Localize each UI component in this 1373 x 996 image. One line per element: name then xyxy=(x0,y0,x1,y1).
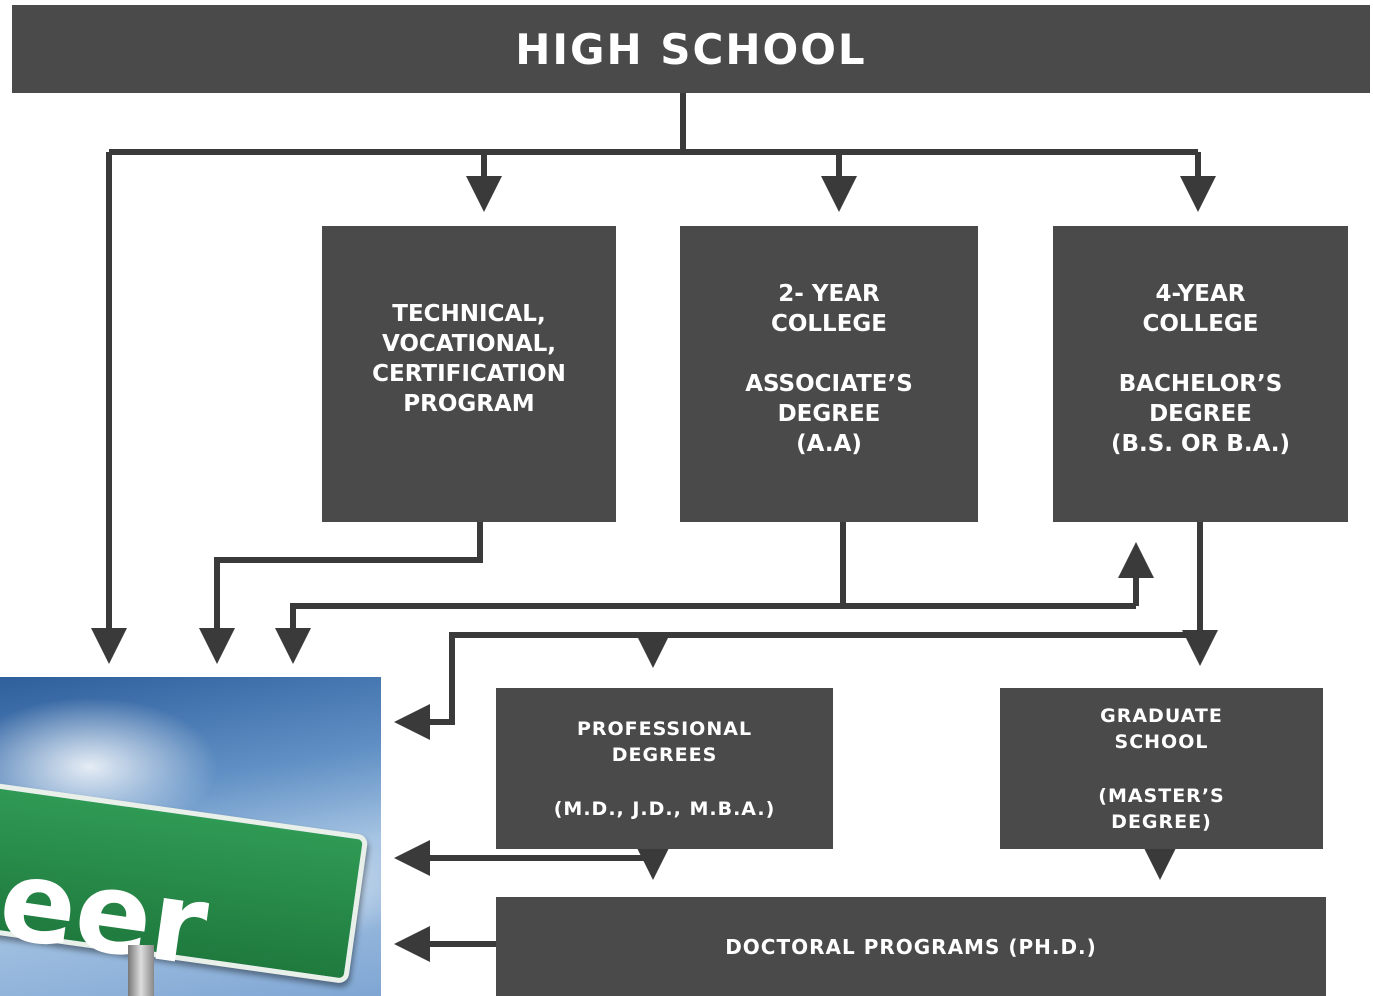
four-year-line: DEGREE xyxy=(1149,401,1252,427)
high-school-box: HIGH SCHOOL xyxy=(12,5,1370,93)
graduate-line: (MASTER’S xyxy=(1098,784,1225,807)
two-year-college-box: 2- YEAR COLLEGE ASSOCIATE’S DEGREE (A.A) xyxy=(680,226,978,522)
four-year-line: COLLEGE xyxy=(1142,311,1259,337)
two-year-line: ASSOCIATE’S xyxy=(745,371,913,397)
doctoral-programs-box: DOCTORAL PROGRAMS (PH.D.) xyxy=(496,897,1326,996)
graduate-line: DEGREE) xyxy=(1111,810,1212,833)
high-school-title: HIGH SCHOOL xyxy=(515,24,867,74)
two-year-line: 2- YEAR xyxy=(778,281,880,307)
graduate-school-box: GRADUATE SCHOOL (MASTER’S DEGREE) xyxy=(1000,688,1323,849)
tech-line: VOCATIONAL, xyxy=(381,331,557,357)
four-year-line: (B.S. OR B.A.) xyxy=(1110,431,1291,457)
graduate-line: SCHOOL xyxy=(1114,730,1209,753)
professional-line: DEGREES xyxy=(611,743,718,766)
two-year-line: (A.A) xyxy=(796,431,862,457)
doctoral-title: DOCTORAL PROGRAMS (PH.D.) xyxy=(725,934,1097,959)
tech-line: CERTIFICATION xyxy=(372,361,566,387)
tech-line: PROGRAM xyxy=(403,391,535,417)
tech-line: TECHNICAL, xyxy=(392,301,546,327)
professional-degrees-box: PROFESSIONAL DEGREES (M.D., J.D., M.B.A.… xyxy=(496,688,833,849)
road-sign-text: eer xyxy=(0,834,216,992)
four-year-line: 4-YEAR xyxy=(1155,281,1246,307)
four-year-college-box: 4-YEAR COLLEGE BACHELOR’S DEGREE (B.S. O… xyxy=(1053,226,1348,522)
sign-pole xyxy=(128,945,154,996)
four-year-line: BACHELOR’S xyxy=(1118,371,1283,397)
technical-program-box: TECHNICAL, VOCATIONAL, CERTIFICATION PRO… xyxy=(322,226,616,522)
two-year-line: COLLEGE xyxy=(770,311,888,337)
professional-line: (M.D., J.D., M.B.A.) xyxy=(553,797,776,820)
career-road-sign-photo: eer xyxy=(0,677,381,996)
two-year-line: DEGREE xyxy=(777,401,881,427)
graduate-line: GRADUATE xyxy=(1100,704,1223,727)
professional-line: PROFESSIONAL xyxy=(576,717,753,740)
